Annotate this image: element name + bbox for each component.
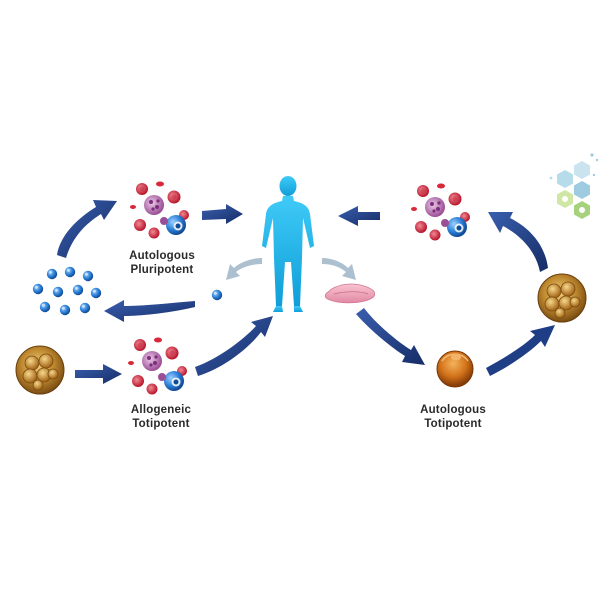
arrow-embryo-to-allogeneic [75, 364, 122, 384]
blood-cells-icon [411, 183, 470, 241]
label-line: Allogeneic [130, 404, 192, 416]
arrow-stemcells-to-pluripotent [57, 200, 117, 258]
arrow-to-stemcells-cluster [104, 300, 195, 322]
stem-cell-cluster-icon [32, 266, 102, 316]
hexagon-molecule-logo [549, 153, 599, 219]
blood-cells-icon [130, 181, 189, 239]
arrow-tissue-to-oocyte [356, 308, 425, 365]
embryo-cell-icon [15, 345, 65, 395]
arrow-embryo-to-right-cells [488, 212, 548, 272]
embryo-cell-icon [537, 273, 587, 323]
label-line: Pluripotent [130, 264, 194, 276]
arrow-allogeneic-to-human [195, 316, 273, 376]
label-autologous-pluripotent: Autologous Pluripotent [107, 249, 217, 277]
label-autologous-totipotent: Autologous Totipotent [398, 403, 508, 431]
arrow-human-to-bluecell [226, 258, 262, 280]
label-allogeneic-totipotent: Allogeneic Totipotent [106, 403, 216, 431]
arrow-oocyte-to-embryo [486, 325, 555, 376]
label-line: Totipotent [132, 418, 190, 430]
human-figure-icon [262, 176, 314, 312]
label-line: Autologous [420, 404, 486, 416]
arrow-human-from-right [338, 206, 380, 226]
arrow-human-to-tissue [322, 258, 356, 280]
blood-cells-icon [128, 337, 187, 395]
label-line: Autologous [129, 250, 195, 262]
label-line: Totipotent [424, 418, 482, 430]
single-stem-cell-icon [211, 289, 223, 301]
arrow-pluripotent-to-human [202, 204, 243, 224]
skin-tissue-icon [324, 283, 376, 304]
oocyte-icon [436, 350, 474, 388]
